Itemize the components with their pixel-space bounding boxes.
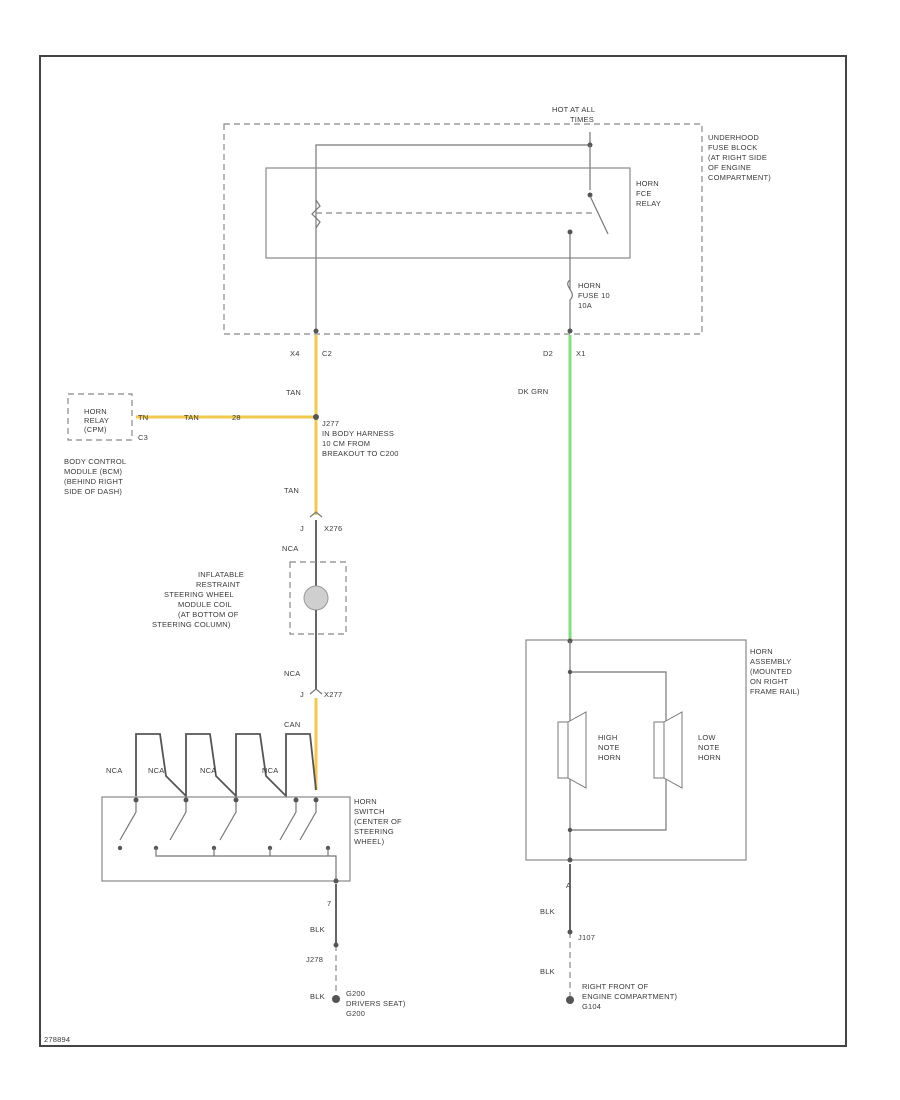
bcm-pin: C3 bbox=[138, 433, 148, 442]
high-note-horn-icon bbox=[557, 711, 587, 789]
wire-tan-1: TAN bbox=[286, 388, 301, 397]
switch-wire-4: NCA bbox=[262, 766, 278, 775]
splice-j278: J278 bbox=[306, 955, 323, 964]
ground-right-wire-2: BLK bbox=[540, 967, 555, 976]
relay-coil bbox=[311, 199, 321, 229]
clock-spring-coil bbox=[303, 585, 329, 611]
coil-outline bbox=[289, 561, 347, 635]
pin-left-a: X4 bbox=[290, 349, 300, 358]
pin-right-b: X1 bbox=[576, 349, 586, 358]
x277-wire-top: NCA bbox=[284, 669, 300, 678]
relay-switch-arm bbox=[589, 195, 609, 235]
splice-j107-node bbox=[567, 929, 573, 935]
fuse-block-outline bbox=[223, 123, 703, 335]
horn-assy-name: HORN ASSEMBLY (MOUNTED ON RIGHT FRAME RA… bbox=[750, 647, 800, 696]
switch-wire-2: NCA bbox=[148, 766, 164, 775]
ground-right-text: RIGHT FRONT OF ENGINE COMPARTMENT) G104 bbox=[582, 982, 680, 1011]
x276-wire: NCA bbox=[282, 544, 298, 553]
ground-left-wire-2: BLK bbox=[310, 992, 325, 1001]
high-note-horn-label: HIGH NOTE HORN bbox=[598, 733, 622, 762]
diagram-id: 278894 bbox=[44, 1035, 70, 1044]
low-note-horn-icon bbox=[653, 711, 683, 789]
horn-fuse-symbol bbox=[567, 279, 573, 330]
diagram-frame bbox=[39, 55, 847, 1047]
switch-pin: 7 bbox=[327, 899, 331, 908]
switch-ground-pin bbox=[333, 878, 339, 884]
wire-tan-relay-c: 28 bbox=[232, 413, 241, 422]
ground-left-text: G200 DRIVERS SEAT) G200 bbox=[346, 989, 408, 1018]
fuse-block-name: UNDERHOOD FUSE BLOCK (AT RIGHT SIDE OF E… bbox=[708, 133, 771, 182]
relay-contact-top bbox=[587, 192, 593, 198]
x277-pin: J bbox=[300, 690, 304, 699]
horn-switch-contacts bbox=[117, 797, 337, 880]
wire-tan-relay-b: TAN bbox=[184, 413, 199, 422]
x277-wire-bottom: CAN bbox=[284, 720, 300, 729]
horn-assy-pin-bottom bbox=[567, 857, 573, 863]
x277-connector bbox=[309, 688, 323, 695]
relay-contact-bottom bbox=[567, 229, 573, 235]
horn-switch-name: HORN SWITCH (CENTER OF STEERING WHEEL) bbox=[354, 797, 404, 846]
ground-g104 bbox=[566, 996, 574, 1004]
bcm-relay-label: HORN RELAY (CPM) bbox=[84, 407, 111, 434]
bcm-name: BODY CONTROL MODULE (BCM) (BEHIND RIGHT … bbox=[64, 457, 128, 496]
horn-assembly-box bbox=[525, 639, 747, 861]
ground-right-wire-1: BLK bbox=[540, 907, 555, 916]
x276-pin: J bbox=[300, 524, 304, 533]
horn-node-bottom bbox=[567, 827, 573, 833]
splice-j278-node bbox=[333, 942, 339, 948]
horn-switch-box bbox=[101, 796, 351, 882]
switch-jumpers bbox=[135, 733, 317, 799]
bcm-outline bbox=[67, 393, 133, 441]
wire-dk-grn: DK GRN bbox=[518, 387, 548, 396]
fuse-label: HORN FUSE 10 10A bbox=[578, 281, 612, 310]
relay-box bbox=[265, 167, 631, 259]
switch-wire-3: NCA bbox=[200, 766, 216, 775]
hot-bus bbox=[315, 132, 591, 330]
splice-j277: J277 IN BODY HARNESS 10 CM FROM BREAKOUT… bbox=[322, 419, 399, 458]
ground-g200 bbox=[332, 995, 340, 1003]
fuse-block-pin-right bbox=[567, 328, 573, 334]
horn-node-top bbox=[567, 669, 573, 675]
wire-tan-relay-a: TN bbox=[138, 413, 148, 422]
switch-wire-1: NCA bbox=[106, 766, 122, 775]
pin-left-b: C2 bbox=[322, 349, 332, 358]
horn-assy-pin: A bbox=[566, 881, 571, 890]
low-note-horn-label: LOW NOTE HORN bbox=[698, 733, 722, 762]
wire-tan-2: TAN bbox=[284, 486, 299, 495]
splice-j277-node bbox=[313, 414, 319, 420]
splice-j107: J107 bbox=[578, 933, 595, 942]
coil-name: INFLATABLE RESTRAINT STEERING WHEEL MODU… bbox=[152, 570, 246, 629]
pin-right-a: D2 bbox=[543, 349, 553, 358]
x277-id: X277 bbox=[324, 690, 342, 699]
relay-label: HORN FCE RELAY bbox=[636, 179, 661, 208]
x276-connector bbox=[309, 511, 323, 518]
ground-left-wire-1: BLK bbox=[310, 925, 325, 934]
fuse-block-pin-left bbox=[313, 328, 319, 334]
x276-id: X276 bbox=[324, 524, 342, 533]
